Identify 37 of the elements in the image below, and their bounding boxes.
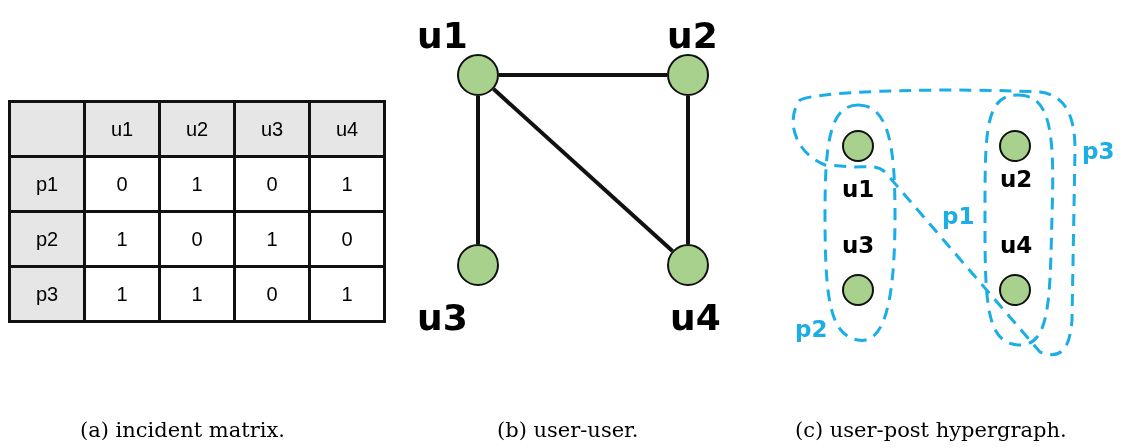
header-cell: p2 <box>9 211 85 267</box>
header-cell: u3 <box>234 101 310 157</box>
node-label: u4 <box>1000 234 1033 257</box>
header-cell: p3 <box>9 266 85 322</box>
table-cell: 1 <box>159 266 235 322</box>
header-cell: u2 <box>159 101 235 157</box>
figure-caption: (c) user-post hypergraph. <box>795 418 1067 442</box>
table-cell: 0 <box>309 211 385 267</box>
header-cell: u1 <box>84 101 160 157</box>
node-label: u1 <box>842 178 875 201</box>
table-cell: 1 <box>84 211 160 267</box>
table-cell: 0 <box>234 156 310 212</box>
table-cell: 0 <box>159 211 235 267</box>
hyperedge-label: p1 <box>942 205 975 228</box>
hyperedge-label: p2 <box>795 318 828 341</box>
header-cell: u4 <box>309 101 385 157</box>
header-cell: p1 <box>9 156 85 212</box>
node-label: u1 <box>417 18 468 54</box>
table-cell: 1 <box>234 211 310 267</box>
table-cell: 1 <box>84 266 160 322</box>
figure-caption: (b) user-user. <box>497 418 639 442</box>
figure-caption: (a) incident matrix. <box>80 418 285 442</box>
table-cell: 1 <box>309 156 385 212</box>
table-cell: 0 <box>84 156 160 212</box>
edge-line <box>499 73 667 77</box>
hyperedge-label: p3 <box>1082 140 1115 163</box>
edge-line <box>686 96 690 244</box>
node-label: u3 <box>417 300 468 336</box>
table-cell: 0 <box>234 266 310 322</box>
node-label: u3 <box>842 234 875 257</box>
edge-line <box>476 96 480 244</box>
edge-line <box>492 87 674 253</box>
table-cell: 1 <box>309 266 385 322</box>
table-cell: 1 <box>159 156 235 212</box>
node-label: u4 <box>670 300 721 336</box>
node-label: u2 <box>1000 168 1033 191</box>
node-label: u2 <box>667 18 718 54</box>
